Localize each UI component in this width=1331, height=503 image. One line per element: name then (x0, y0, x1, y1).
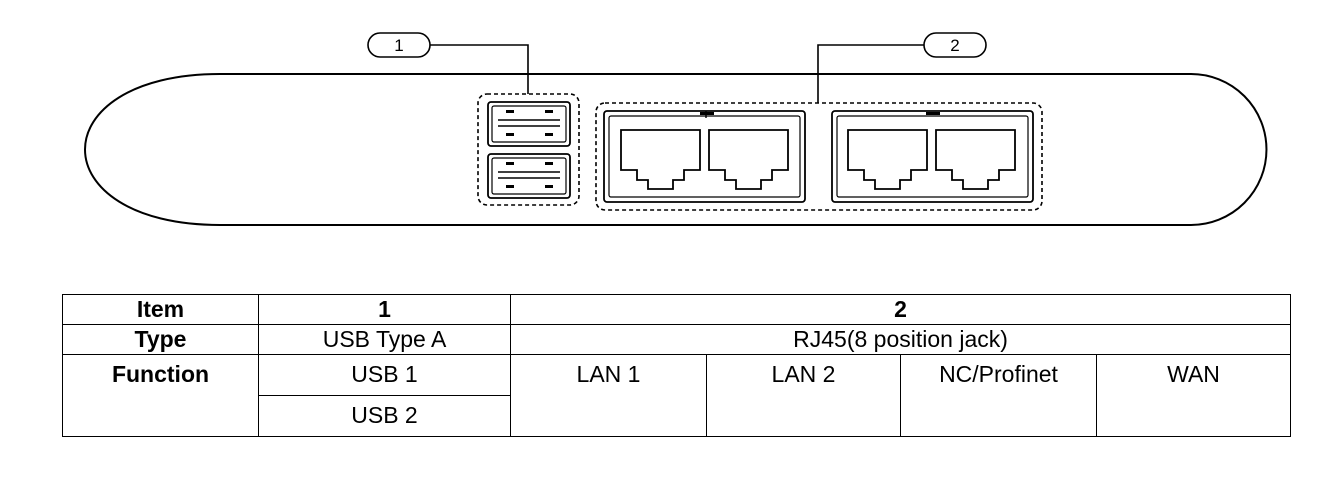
panel-diagram: 1 2 (84, 32, 1268, 226)
callout-1-label: 1 (394, 36, 403, 55)
table-row-item: Item 1 2 (62, 294, 1292, 325)
function-lan-1-cell: LAN 1 (510, 354, 707, 437)
rj45-module-b (831, 110, 1034, 203)
item-2-cell: 2 (509, 294, 1292, 325)
item-1-cell: 1 (258, 294, 511, 325)
usb-port-1 (487, 101, 571, 147)
callout-2-label: 2 (950, 36, 959, 55)
type-rj45-cell: RJ45(8 position jack) (509, 324, 1292, 355)
callout-2: 2 (817, 32, 987, 103)
rj45-port-lan-1 (620, 129, 701, 190)
rj45-port-nc-profinet (847, 129, 928, 190)
rj45-module-a (603, 110, 806, 203)
row-header-function: Function (62, 354, 259, 437)
function-nc-profinet-cell: NC/Profinet (900, 354, 1097, 437)
table-row-function: Function USB 1 LAN 1 LAN 2 NC/Profinet W… (62, 354, 1292, 437)
usb-group-boundary (477, 93, 580, 206)
type-usb-cell: USB Type A (258, 324, 511, 355)
table-row-function-2: USB 2 (63, 395, 1291, 437)
port-specification-table: Item 1 2 Type USB Type A RJ45(8 position… (62, 294, 1292, 437)
row-header-type: Type (62, 324, 259, 355)
function-lan-2-cell: LAN 2 (706, 354, 901, 437)
row-header-item: Item (62, 294, 259, 325)
function-wan-cell: WAN (1095, 354, 1292, 437)
rj45-group-boundary (595, 102, 1043, 211)
rj45-port-wan (935, 129, 1016, 190)
usb-port-2 (487, 153, 571, 199)
function-usb-1-cell: USB 1 (258, 354, 511, 396)
table-row-type: Type USB Type A RJ45(8 position jack) (62, 324, 1292, 355)
callout-1: 1 (367, 32, 529, 94)
device-outline (84, 73, 1268, 226)
function-usb-2-cell: USB 2 (258, 395, 511, 437)
rj45-port-lan-2 (708, 129, 789, 190)
